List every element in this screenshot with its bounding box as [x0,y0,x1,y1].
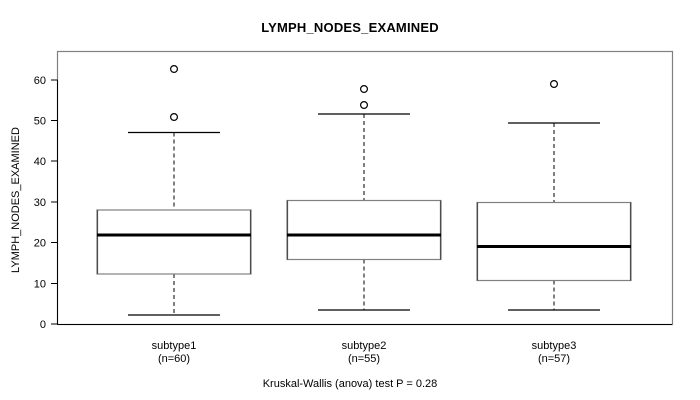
x-tick-label-subtype1-count: (n=60) [157,353,191,365]
x-tick-label-subtype2: subtype2 (n=55) [294,340,434,366]
x-tick-label-subtype3-count: (n=57) [537,353,571,365]
boxplot-group-subtype1[interactable] [96,64,252,316]
y-tick-label-20: 20 [34,238,46,250]
box-subtype1 [96,209,252,275]
x-tick-label-subtype1-name: subtype1 [151,340,197,352]
outlier-point-subtype2-55 [360,100,369,109]
outlier-point-subtype2-58 [360,84,369,93]
outlier-point-subtype3-59 [549,79,558,88]
y-tick-label-50: 50 [34,116,46,128]
y-tick-label-30: 30 [34,197,46,209]
box-subtype2 [286,199,442,261]
x-tick-label-subtype2-count: (n=55) [347,353,381,365]
box-subtype3 [476,201,632,282]
y-tick-label-40: 40 [34,156,46,168]
page-title: LYMPH_NODES_EXAMINED [261,20,439,35]
statistical-test-annotation: Kruskal-Wallis (anova) test P = 0.28 [262,378,438,390]
outlier-point-subtype1-51 [170,112,179,121]
x-tick-label-subtype3-name: subtype3 [531,340,577,352]
boxplot-group-subtype2[interactable] [286,84,442,311]
x-tick-label-subtype3: subtype3 (n=57) [484,340,624,366]
y-tick-label-60: 60 [34,75,46,87]
y-tick-label-0: 0 [40,319,46,331]
x-tick-label-subtype2-name: subtype2 [341,340,387,352]
x-tick-label-subtype1: subtype1 (n=60) [104,340,244,366]
y-tick-label-10: 10 [34,279,46,291]
outlier-point-subtype1-63 [170,64,179,73]
boxplot-group-subtype3[interactable] [476,79,632,311]
